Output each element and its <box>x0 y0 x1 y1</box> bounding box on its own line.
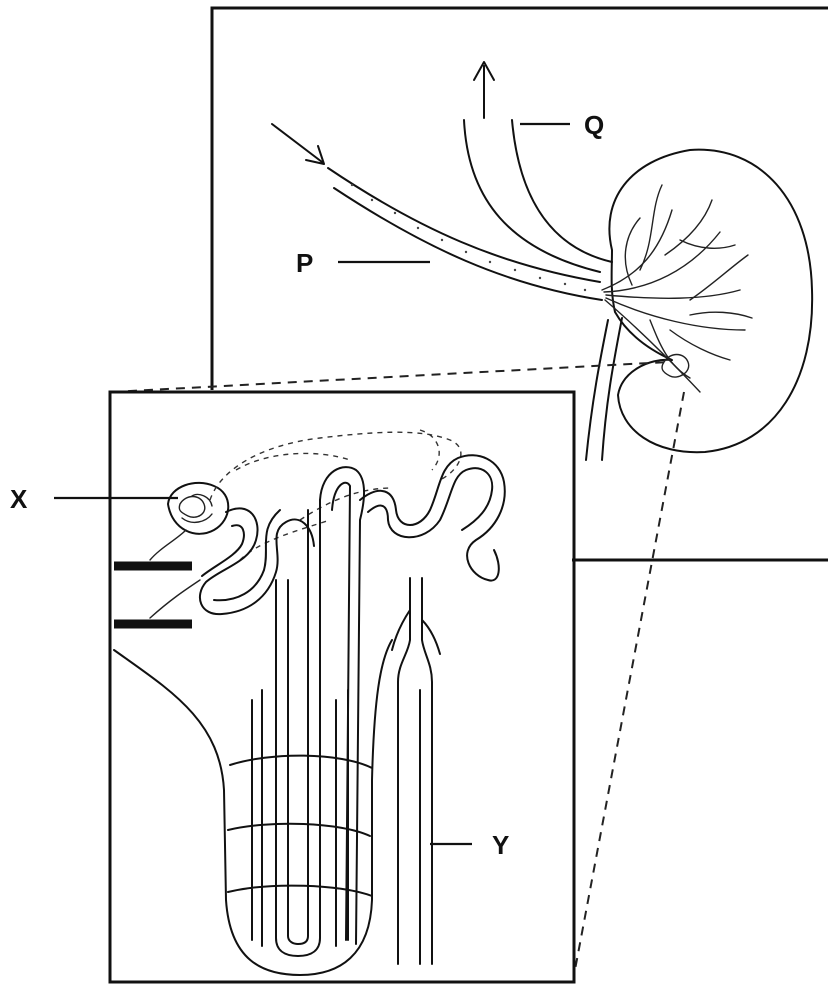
kidney-outline <box>609 150 812 453</box>
distal-tubule <box>360 455 505 580</box>
vasa-recta <box>114 640 392 975</box>
loop-of-henle-ascending <box>320 467 364 944</box>
zoom-line-top <box>112 362 668 392</box>
kidney-panel-frame <box>212 8 828 560</box>
vein-outflow-arrow <box>474 62 494 118</box>
label-x: X <box>10 484 28 514</box>
glomerulus-x <box>168 483 228 534</box>
collecting-duct-y <box>392 578 440 964</box>
loop-of-henle-descending <box>276 500 320 956</box>
renal-artery-p <box>328 168 602 300</box>
label-q: Q <box>584 110 604 140</box>
kidney-panel: P Q <box>212 8 828 560</box>
artery-inflow-arrow <box>272 124 324 164</box>
ureter <box>586 318 622 460</box>
renal-vein-q <box>464 120 612 272</box>
distal-tubule-inner <box>368 468 492 537</box>
renal-artery-stipple <box>351 184 586 291</box>
nephron-panel: X Y <box>10 392 574 982</box>
proximal-tubule-inner <box>202 510 280 600</box>
label-p: P <box>296 248 313 278</box>
label-y: Y <box>492 830 509 860</box>
loop-of-henle-inner <box>288 510 308 944</box>
efferent-branch <box>150 580 200 618</box>
zoom-line-bottom <box>574 392 684 975</box>
proximal-tubule <box>200 508 314 614</box>
renal-branches <box>602 185 752 392</box>
afferent-branch <box>150 530 186 560</box>
